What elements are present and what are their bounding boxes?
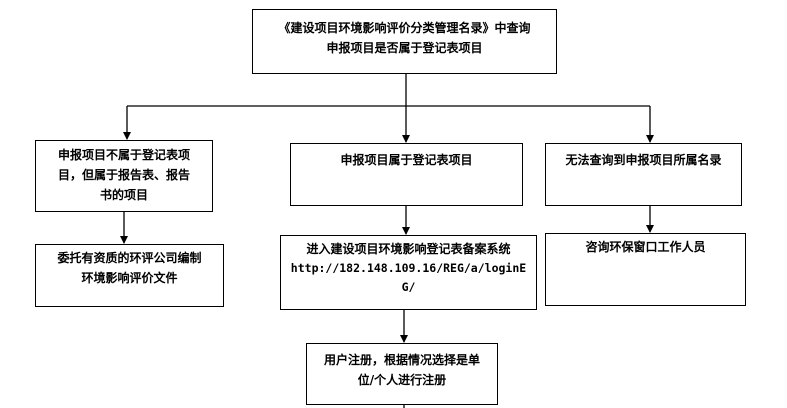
query-line-1: 《建设项目环境影响评价分类管理名录》中查询 <box>278 21 531 35</box>
entrust-eia-company-box: 委托有资质的环评公司编制 环境影响评价文件 <box>35 244 224 307</box>
entrust-line-2: 环境影响评价文件 <box>81 271 178 285</box>
query-directory-box: 《建设项目环境影响评价分类管理名录》中查询 申报项目是否属于登记表项目 <box>252 9 557 74</box>
is-register-form-box: 申报项目属于登记表项目 <box>290 143 523 206</box>
enter-system-line-1: 进入建设项目环境影响登记表备案系统 <box>306 242 511 256</box>
user-registration-box: 用户注册，根据情况选择是单 位/个人进行注册 <box>306 343 498 405</box>
is-register-line-1: 申报项目属于登记表项目 <box>340 153 473 167</box>
enter-filing-system-box: 进入建设项目环境影响登记表备案系统 http://182.148.109.16/… <box>280 235 537 310</box>
register-user-line-1: 用户注册，根据情况选择是单 <box>323 353 480 367</box>
system-url-line-1: http://182.148.109.16/REG/a/loginE <box>290 261 527 275</box>
directory-not-found-box: 无法查询到申报项目所属名录 <box>545 143 742 206</box>
not-found-line-1: 无法查询到申报项目所属名录 <box>565 153 722 167</box>
not-register-line-2: 目，但属于报告表、报告 <box>57 168 190 182</box>
system-url-line-2: G/ <box>401 280 416 294</box>
query-line-2: 申报项目是否属于登记表项目 <box>326 41 483 55</box>
consult-line-1: 咨询环保窗口工作人员 <box>585 240 706 254</box>
not-register-line-1: 申报项目不属于登记表项 <box>57 148 190 162</box>
register-user-line-2: 位/个人进行注册 <box>357 373 447 387</box>
not-register-line-3: 书的项目 <box>99 188 148 202</box>
consult-staff-box: 咨询环保窗口工作人员 <box>545 233 746 306</box>
not-register-form-box: 申报项目不属于登记表项 目，但属于报告表、报告 书的项目 <box>35 140 213 212</box>
entrust-line-1: 委托有资质的环评公司编制 <box>57 251 202 265</box>
